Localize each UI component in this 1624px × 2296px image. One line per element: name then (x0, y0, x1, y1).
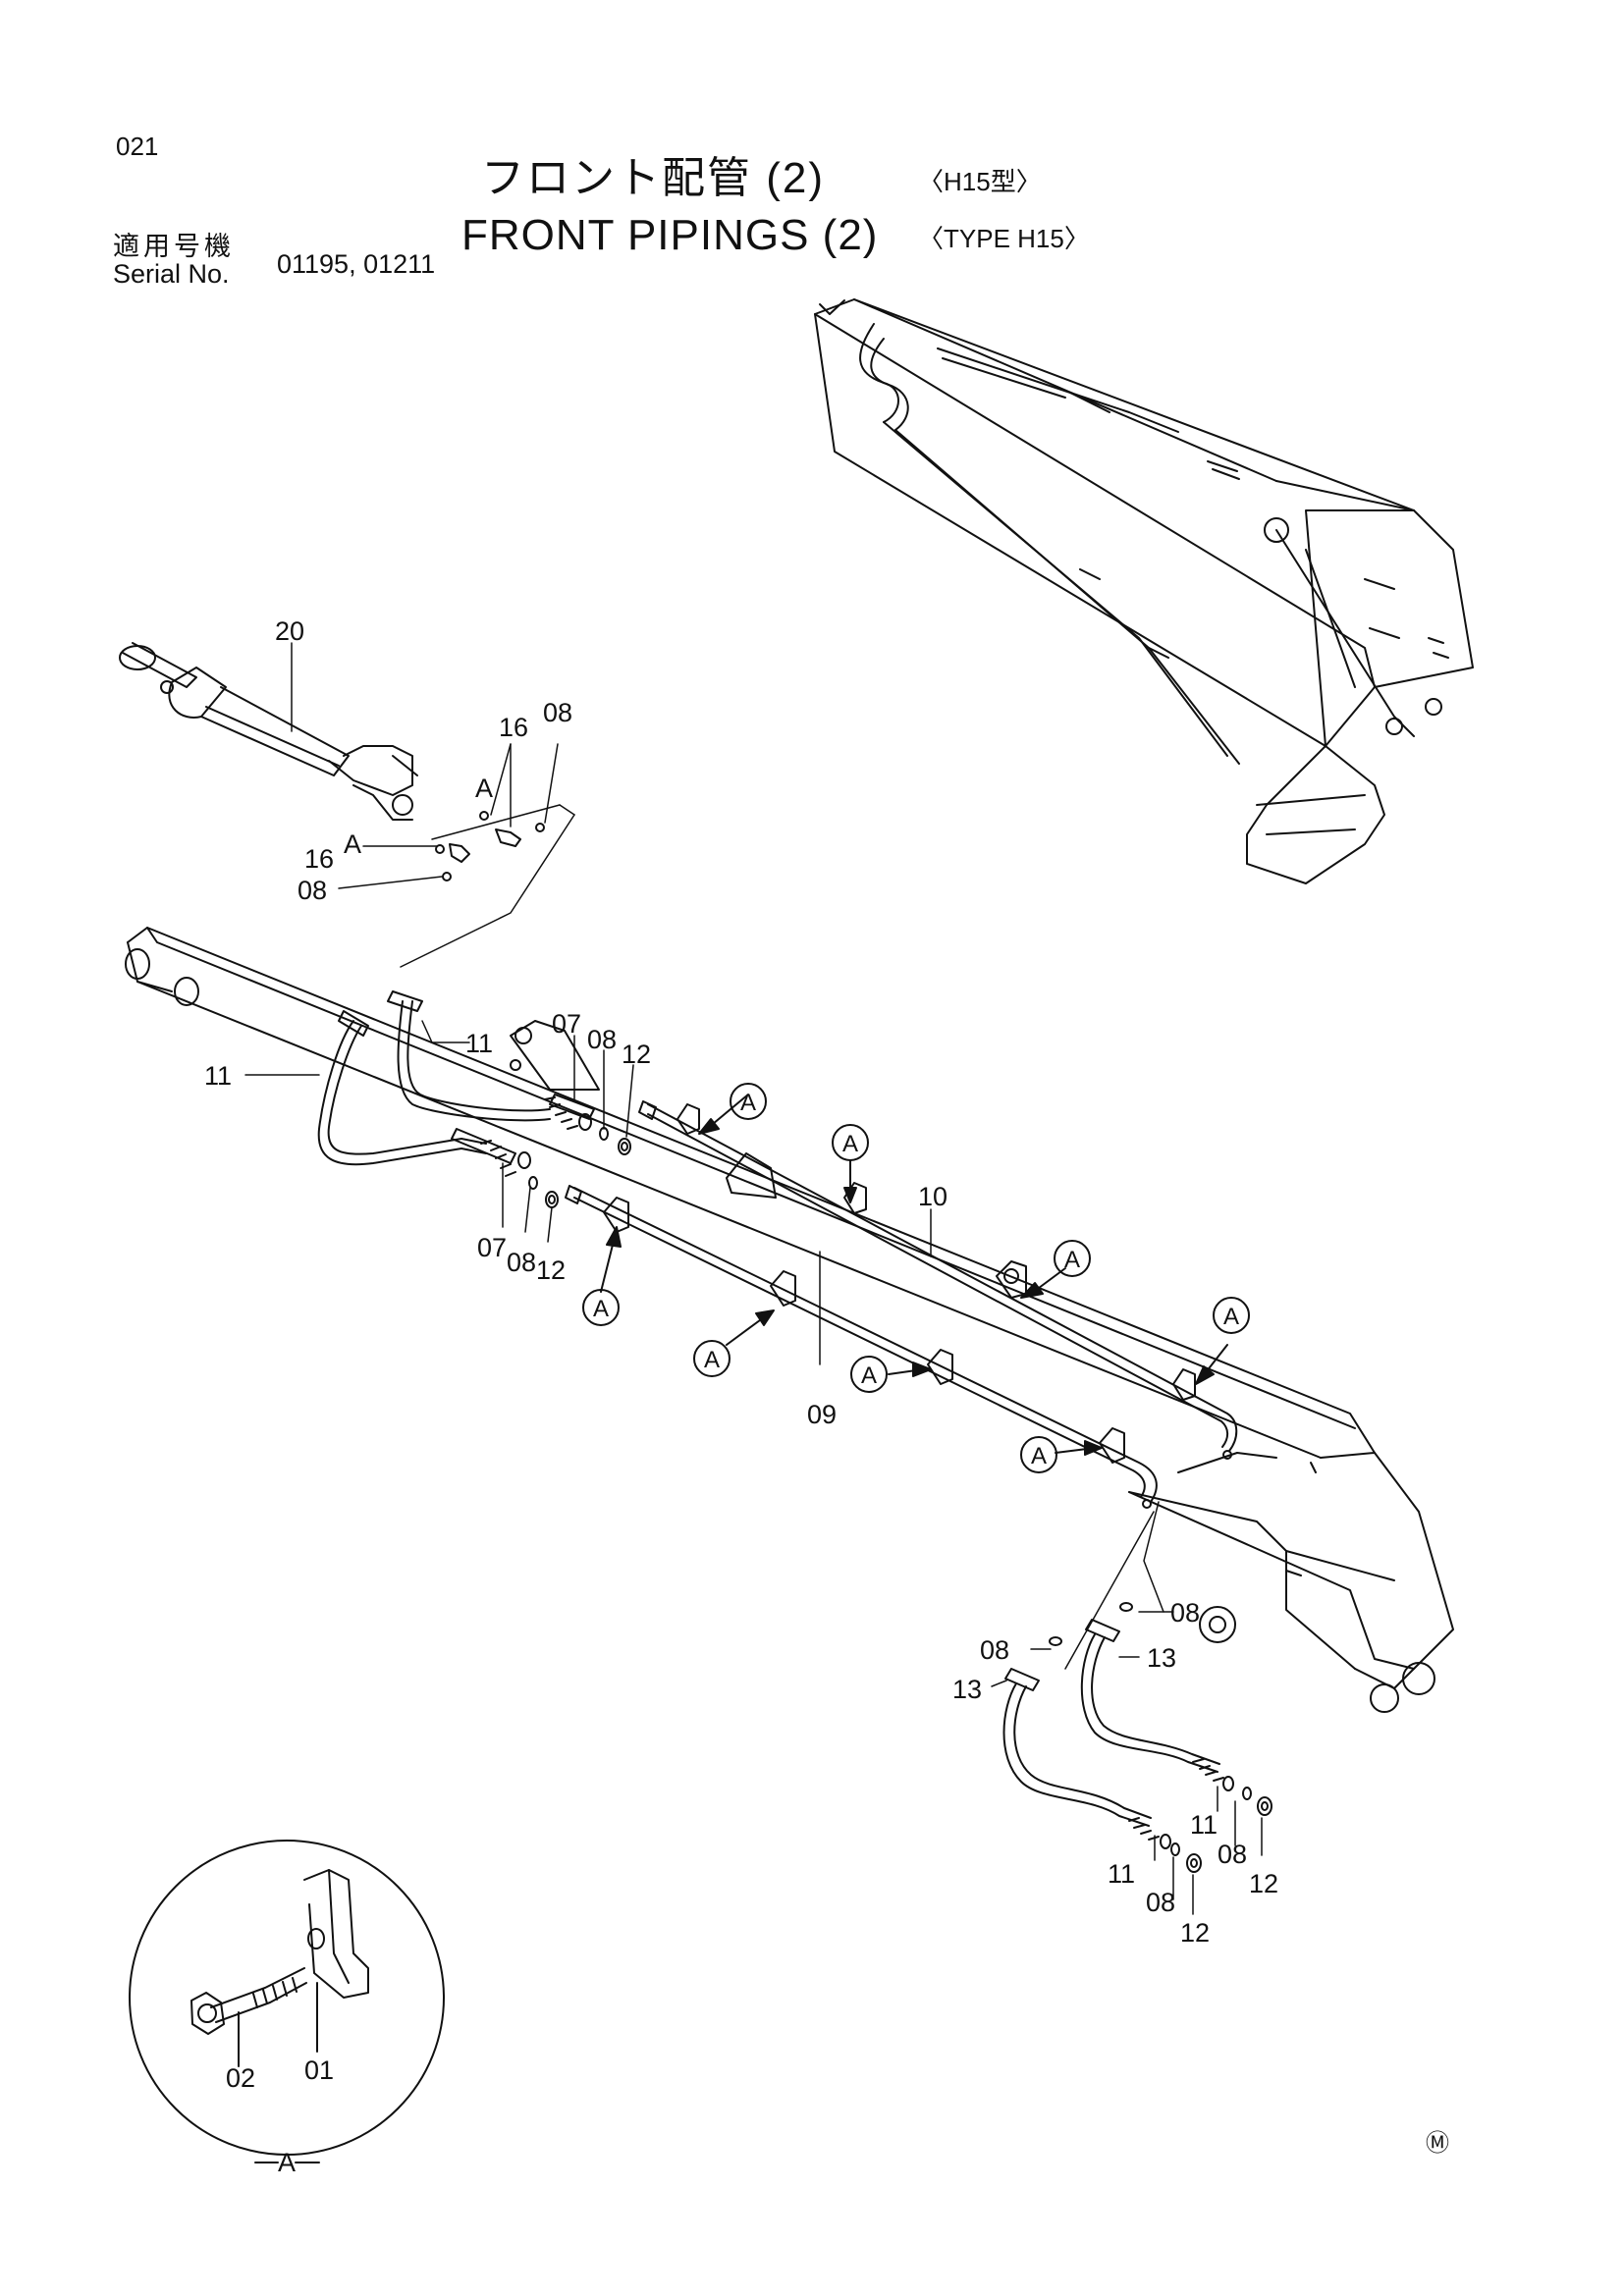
clamp-marker-a: A (740, 1090, 756, 1116)
callout-01: 01 (304, 2056, 334, 2085)
cylinder-port-fittings (400, 804, 575, 968)
clamp-marker-a: A (1031, 1443, 1047, 1469)
callout-11-lower-right: 11 (1190, 1810, 1218, 1840)
callout-08-lower-mid: 08 (507, 1248, 536, 1277)
callout-08-left: 08 (298, 876, 327, 905)
callout-16-upper: 16 (499, 713, 528, 742)
leader-lines (244, 642, 1263, 1915)
callout-12-lower-right: 12 (1249, 1869, 1278, 1898)
callout-07-upper: 07 (552, 1009, 581, 1039)
page-title-japanese: フロント配管 (2) (481, 154, 825, 202)
callout-a-lower: A (344, 829, 361, 859)
callout-08-right: 08 (1170, 1598, 1200, 1628)
clamp-markers (582, 1083, 1250, 1473)
manufacturer-mark: Ⓜ (1426, 2130, 1449, 2157)
callout-16-lower: 16 (304, 844, 334, 874)
boom-body (125, 927, 1454, 1713)
clamp-marker-a: A (842, 1131, 858, 1157)
pipe-10 (638, 1100, 1238, 1460)
hose-11-assemblies (317, 990, 595, 1166)
callout-labels: 20 16 08 A 16 A 08 11 11 07 08 12 07 08 … (204, 616, 1278, 2177)
callout-11-mid: 11 (465, 1029, 493, 1058)
hose-13-assemblies (1002, 1619, 1234, 1849)
clamp-marker-a: A (1223, 1304, 1239, 1330)
callout-13-right: 13 (1147, 1643, 1176, 1673)
callout-02: 02 (226, 2063, 255, 2093)
callout-11-lower-left: 11 (1108, 1859, 1135, 1889)
lower-o-rings-and-washers (1049, 1602, 1272, 1873)
callout-07-lower: 07 (477, 1233, 507, 1262)
clamp-marker-letters: A A A A A A A A (593, 1090, 1239, 1469)
clamp-marker-arrows (600, 1094, 1228, 1456)
o-rings-and-washers (528, 1127, 631, 1208)
callout-12-lower-left: 12 (1180, 1918, 1210, 1948)
overview-arm-illustration (814, 298, 1474, 884)
callout-08-hose: 08 (980, 1635, 1009, 1665)
title-english-type: 〈TYPE H15〉 (918, 224, 1090, 253)
callout-20: 20 (275, 616, 304, 646)
callout-09: 09 (807, 1400, 837, 1429)
callout-12-lower: 12 (536, 1255, 566, 1285)
callout-08-lower-left: 08 (1146, 1888, 1175, 1917)
serial-label-japanese: 適用号機 (113, 232, 235, 261)
title-japanese-type: 〈H15型〉 (918, 167, 1042, 196)
callout-08-upper: 08 (543, 698, 572, 727)
callout-08-upper-mid: 08 (587, 1025, 617, 1054)
callout-12-upper: 12 (622, 1040, 651, 1069)
page-title-english: FRONT PIPINGS (2) (461, 211, 879, 259)
callout-13-left: 13 (952, 1675, 982, 1704)
clamp-marker-a: A (1064, 1247, 1080, 1273)
detail-view-a (129, 1840, 445, 2163)
pipe-09 (565, 1185, 1158, 1509)
clamp-marker-a: A (593, 1296, 609, 1322)
callout-11-left: 11 (204, 1061, 232, 1091)
hydraulic-cylinder (119, 642, 418, 821)
threaded-fittings-07 (480, 1096, 592, 1177)
page-number: 021 (116, 132, 159, 161)
detail-view-label: A (278, 2148, 296, 2177)
callout-10: 10 (918, 1182, 947, 1211)
callout-a-upper: A (475, 774, 493, 803)
callout-08-lower-right: 08 (1218, 1840, 1247, 1869)
serial-numbers: 01195, 01211 (277, 249, 436, 279)
serial-label-english: Serial No. (113, 259, 230, 289)
pipe-mount-bracket (510, 1020, 600, 1091)
clamp-marker-a: A (704, 1347, 720, 1373)
clamp-marker-a: A (861, 1362, 877, 1389)
pipe-clamps (603, 1103, 1196, 1464)
